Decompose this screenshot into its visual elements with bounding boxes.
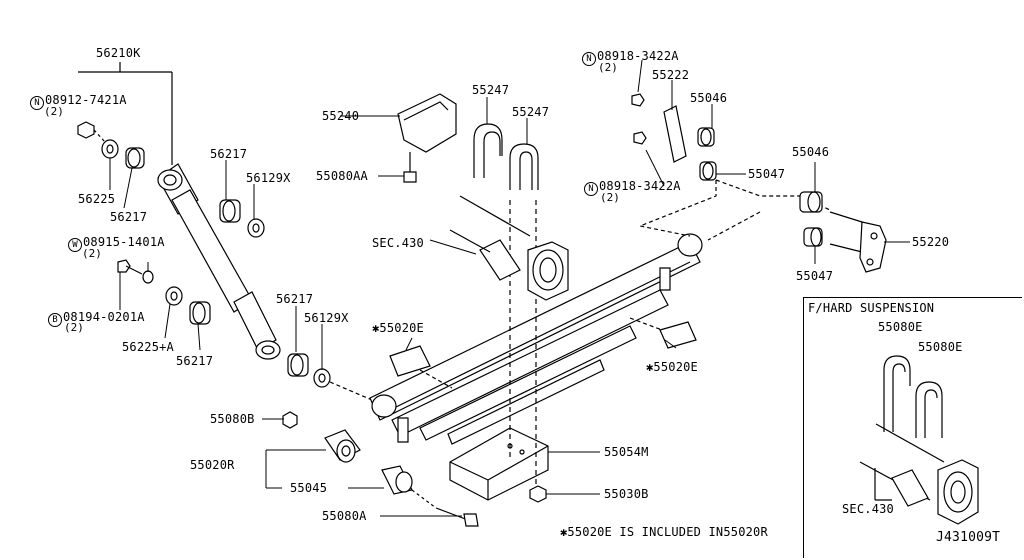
label-55046-b: 55046 bbox=[792, 145, 830, 159]
label-55080aa: 55080AA bbox=[316, 169, 368, 183]
part-code: 08912-7421A bbox=[45, 93, 127, 107]
label-sec430: SEC.430 bbox=[372, 236, 424, 250]
label-56225a: 56225+A bbox=[122, 340, 174, 354]
axle-hub bbox=[450, 196, 568, 300]
leader-56210k bbox=[78, 62, 172, 165]
inset-hard-suspension bbox=[803, 297, 1022, 558]
qty-nut-shackle-top: (2) bbox=[598, 61, 618, 74]
leaf-spring bbox=[370, 234, 702, 444]
inset-label-sec430: SEC.430 bbox=[842, 502, 894, 516]
label-55047-a: 55047 bbox=[748, 167, 786, 181]
label-55030b: 55030B bbox=[604, 487, 649, 501]
label-55220: 55220 bbox=[912, 235, 950, 249]
spring-seat bbox=[450, 428, 548, 502]
qty-washer: (2) bbox=[82, 247, 102, 260]
label-55247-b: 55247 bbox=[512, 105, 550, 119]
part-code: 08194-0201A bbox=[63, 310, 145, 324]
label-56225: 56225 bbox=[78, 192, 116, 206]
inset-label-55080e-a: 55080E bbox=[878, 320, 923, 334]
label-56217-c: 56217 bbox=[210, 147, 248, 161]
label-55240: 55240 bbox=[322, 109, 360, 123]
part-code: 08915-1401A bbox=[83, 235, 165, 249]
part-code: 08918-3422A bbox=[599, 179, 681, 193]
nut-symbol-icon: N bbox=[584, 182, 598, 196]
shock-top-hardware bbox=[78, 122, 264, 237]
nut-symbol-icon: N bbox=[30, 96, 44, 110]
shackle-55220 bbox=[800, 192, 886, 272]
label-55020e-right: ✱55020E bbox=[646, 360, 698, 374]
qty-nut-top: (2) bbox=[44, 105, 64, 118]
label-56129x-a: 56129X bbox=[246, 171, 291, 185]
qty-nut-shackle-bot: (2) bbox=[600, 191, 620, 204]
diagram-code: J431009T bbox=[936, 530, 1001, 545]
leader-lines bbox=[110, 60, 910, 516]
label-55047-b: 55047 bbox=[796, 269, 834, 283]
label-55054m: 55054M bbox=[604, 445, 649, 459]
label-55080b: 55080B bbox=[210, 412, 255, 426]
label-56217-d: 56217 bbox=[276, 292, 314, 306]
shock-absorber bbox=[158, 164, 280, 359]
part-code: 08918-3422A bbox=[597, 49, 679, 63]
nut-symbol-icon: N bbox=[582, 52, 596, 66]
pads bbox=[390, 318, 696, 388]
footnote: ✱55020E IS INCLUDED IN55020R bbox=[560, 525, 768, 539]
label-56217-b: 56217 bbox=[176, 354, 214, 368]
label-55247-a: 55247 bbox=[472, 83, 510, 97]
label-55045: 55045 bbox=[290, 481, 328, 495]
u-bolts bbox=[474, 124, 538, 190]
rear-shackle bbox=[632, 94, 830, 240]
label-55020r: 55020R bbox=[190, 458, 235, 472]
inset-drawing bbox=[860, 356, 978, 524]
washer-symbol-icon: W bbox=[68, 238, 82, 252]
qty-bolt: (2) bbox=[64, 321, 84, 334]
label-56210k: 56210K bbox=[96, 46, 141, 60]
label-55020e-left: ✱55020E bbox=[372, 321, 424, 335]
bracket-55240 bbox=[398, 94, 456, 182]
label-55046-a: 55046 bbox=[690, 91, 728, 105]
label-55080a: 55080A bbox=[322, 509, 367, 523]
inset-title: F/HARD SUSPENSION bbox=[808, 301, 935, 315]
inset-label-55080e-b: 55080E bbox=[918, 340, 963, 354]
label-55222: 55222 bbox=[652, 68, 690, 82]
bolt-symbol-icon: B bbox=[48, 313, 62, 327]
shock-bottom-hardware bbox=[118, 260, 372, 400]
label-56129x-b: 56129X bbox=[304, 311, 349, 325]
label-56217-a: 56217 bbox=[110, 210, 148, 224]
front-bushes bbox=[283, 412, 478, 526]
